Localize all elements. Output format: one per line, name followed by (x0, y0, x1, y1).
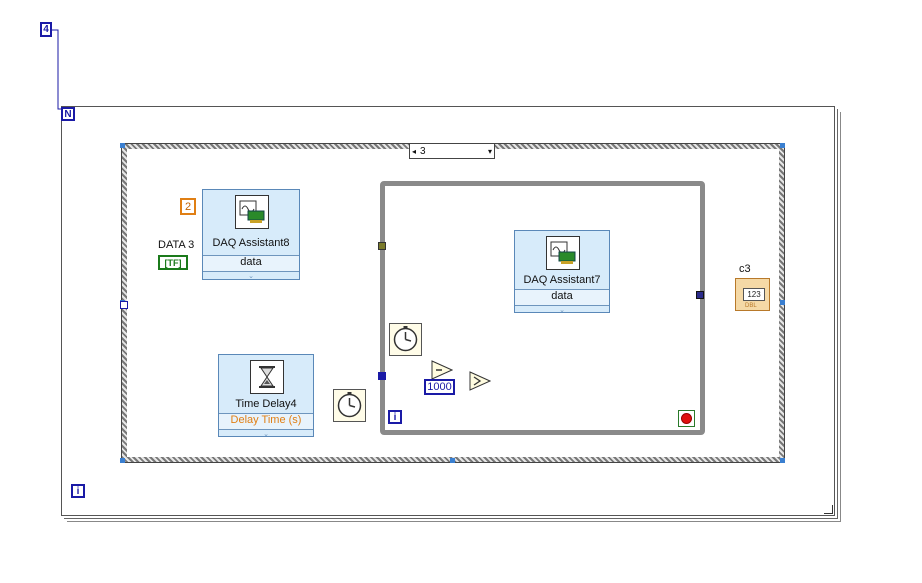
stop-terminal[interactable] (678, 410, 695, 427)
daq-assistant-8[interactable]: DAQ Assistant8 data ⌄ (202, 189, 300, 280)
stop-icon (681, 413, 692, 424)
daq-8-title: DAQ Assistant8 (212, 237, 290, 249)
loop-count-terminal[interactable]: N (61, 107, 75, 121)
boolean-constant[interactable]: [TF] (158, 255, 188, 270)
indicator-display: 123 (743, 288, 765, 301)
selection-handle[interactable] (780, 300, 785, 305)
numeric-indicator[interactable]: 123 DBL (735, 278, 770, 311)
selection-handle[interactable] (780, 143, 785, 148)
resize-corner[interactable] (824, 505, 833, 514)
selection-handle[interactable] (120, 458, 125, 463)
selection-handle[interactable] (450, 458, 455, 463)
tick-count-icon[interactable] (389, 323, 422, 356)
indicator-label[interactable]: c3 (739, 263, 751, 275)
while-output-tunnel[interactable] (696, 291, 704, 299)
daq-7-title: DAQ Assistant7 (523, 274, 601, 286)
numeric-constant-1000[interactable]: 1000 (424, 379, 455, 395)
selection-handle[interactable] (120, 143, 125, 148)
expand-chevron-icon[interactable]: ⌄ (515, 305, 609, 315)
while-loop[interactable] (380, 181, 705, 435)
daq-icon (546, 236, 580, 270)
daq-7-output[interactable]: data (515, 289, 609, 305)
dropdown-arrow-icon[interactable]: ▾ (487, 146, 492, 156)
hourglass-icon (250, 360, 284, 394)
daq-icon (235, 195, 269, 229)
loop-count-constant[interactable]: 4 (40, 22, 52, 37)
subtract-icon[interactable] (431, 360, 453, 380)
loop-iteration-terminal[interactable]: i (71, 484, 85, 498)
daq-8-output[interactable]: data (203, 255, 299, 271)
expand-chevron-icon[interactable]: ⌄ (203, 271, 299, 281)
while-tunnel-error[interactable] (378, 242, 386, 250)
numeric-constant[interactable]: 2 (180, 198, 196, 215)
selection-handle[interactable] (780, 458, 785, 463)
tick-count-icon[interactable] (333, 389, 366, 422)
expand-chevron-icon[interactable]: ⌄ (219, 429, 313, 439)
decrement-arrow-icon[interactable]: ◂ (411, 146, 416, 156)
boolean-label[interactable]: DATA 3 (158, 239, 195, 251)
greater-than-icon[interactable] (469, 371, 491, 391)
count-wire[interactable] (50, 29, 61, 110)
indicator-type: DBL (745, 303, 757, 309)
case-selector-value[interactable]: 3 (420, 145, 426, 157)
case-selector[interactable]: ◂ 3 ▾ (409, 143, 495, 159)
delay-time-input[interactable]: Delay Time (s) (219, 413, 313, 429)
case-tunnel[interactable] (120, 301, 128, 309)
daq-assistant-7[interactable]: DAQ Assistant7 data ⌄ (514, 230, 610, 315)
time-delay-title: Time Delay4 (235, 398, 297, 410)
while-tunnel-timer[interactable] (378, 372, 386, 380)
time-delay-4[interactable]: Time Delay4 Delay Time (s) ⌄ (218, 354, 314, 439)
while-iteration-terminal[interactable]: i (388, 410, 402, 424)
